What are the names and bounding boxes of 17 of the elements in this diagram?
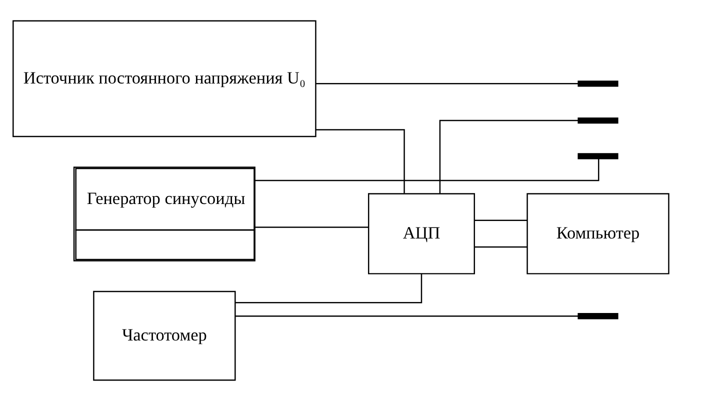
connector <box>236 316 578 317</box>
connector <box>254 158 600 182</box>
node-bar <box>578 313 618 320</box>
connector <box>474 246 528 248</box>
connector <box>255 226 368 228</box>
node-box: АЦП <box>368 193 475 274</box>
node-bar <box>578 153 618 160</box>
connector <box>316 129 405 194</box>
connector <box>439 120 578 194</box>
node-box: Источник постоянного напряжения U₀ <box>12 20 316 138</box>
node-bar <box>578 80 618 87</box>
connector <box>474 220 528 221</box>
connector <box>316 83 578 84</box>
node-box: Компьютер <box>526 193 670 274</box>
connector <box>235 274 422 304</box>
node-box: Частотомер <box>93 290 236 381</box>
node-bar <box>578 117 618 124</box>
